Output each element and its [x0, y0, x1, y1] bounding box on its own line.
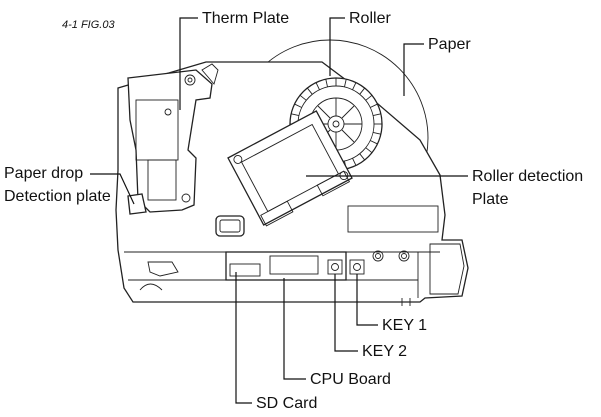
label-paper: Paper	[428, 36, 471, 53]
label-key2: KEY 2	[362, 343, 407, 360]
label-roller: Roller	[349, 10, 391, 27]
roller-tooth	[365, 94, 373, 101]
roller-tooth	[352, 158, 357, 166]
roller-tooth	[291, 113, 300, 116]
roller-tooth	[365, 147, 373, 154]
roller-tooth	[315, 82, 320, 90]
label-therm-plate: Therm Plate	[202, 10, 289, 27]
label-roller-detection-line2: Plate	[472, 191, 509, 208]
roller-tooth	[370, 103, 378, 108]
roller-tooth	[372, 132, 381, 135]
label-sd-card: SD Card	[256, 395, 317, 412]
roller-tooth	[344, 79, 347, 88]
roller-tooth	[294, 103, 302, 108]
roller-tooth	[325, 79, 328, 88]
roller-tooth	[352, 82, 357, 90]
roller-tooth	[306, 87, 313, 95]
paper-drop-detection-plate	[127, 193, 147, 215]
roller-tooth	[370, 140, 378, 145]
sd-card	[229, 263, 261, 277]
label-paper-drop-line2: Detection plate	[4, 188, 111, 205]
label-roller-detection-line1: Roller detection	[472, 168, 583, 185]
label-key1: KEY 1	[382, 317, 427, 334]
cpu-board	[225, 251, 347, 281]
cover-window	[215, 215, 245, 237]
roller-tooth	[299, 94, 307, 101]
figure-number: 4-1 FIG.03	[62, 19, 115, 31]
leader-lines	[90, 17, 468, 404]
therm-plate-assembly	[127, 63, 219, 213]
roller-tooth	[372, 113, 381, 116]
roller-tooth	[359, 153, 366, 161]
label-paper-drop-line1: Paper drop	[4, 165, 83, 182]
roller-detection-plate	[227, 110, 353, 227]
side-slot	[347, 205, 439, 233]
roller-tooth	[359, 87, 366, 95]
label-cpu-board: CPU Board	[310, 371, 391, 388]
